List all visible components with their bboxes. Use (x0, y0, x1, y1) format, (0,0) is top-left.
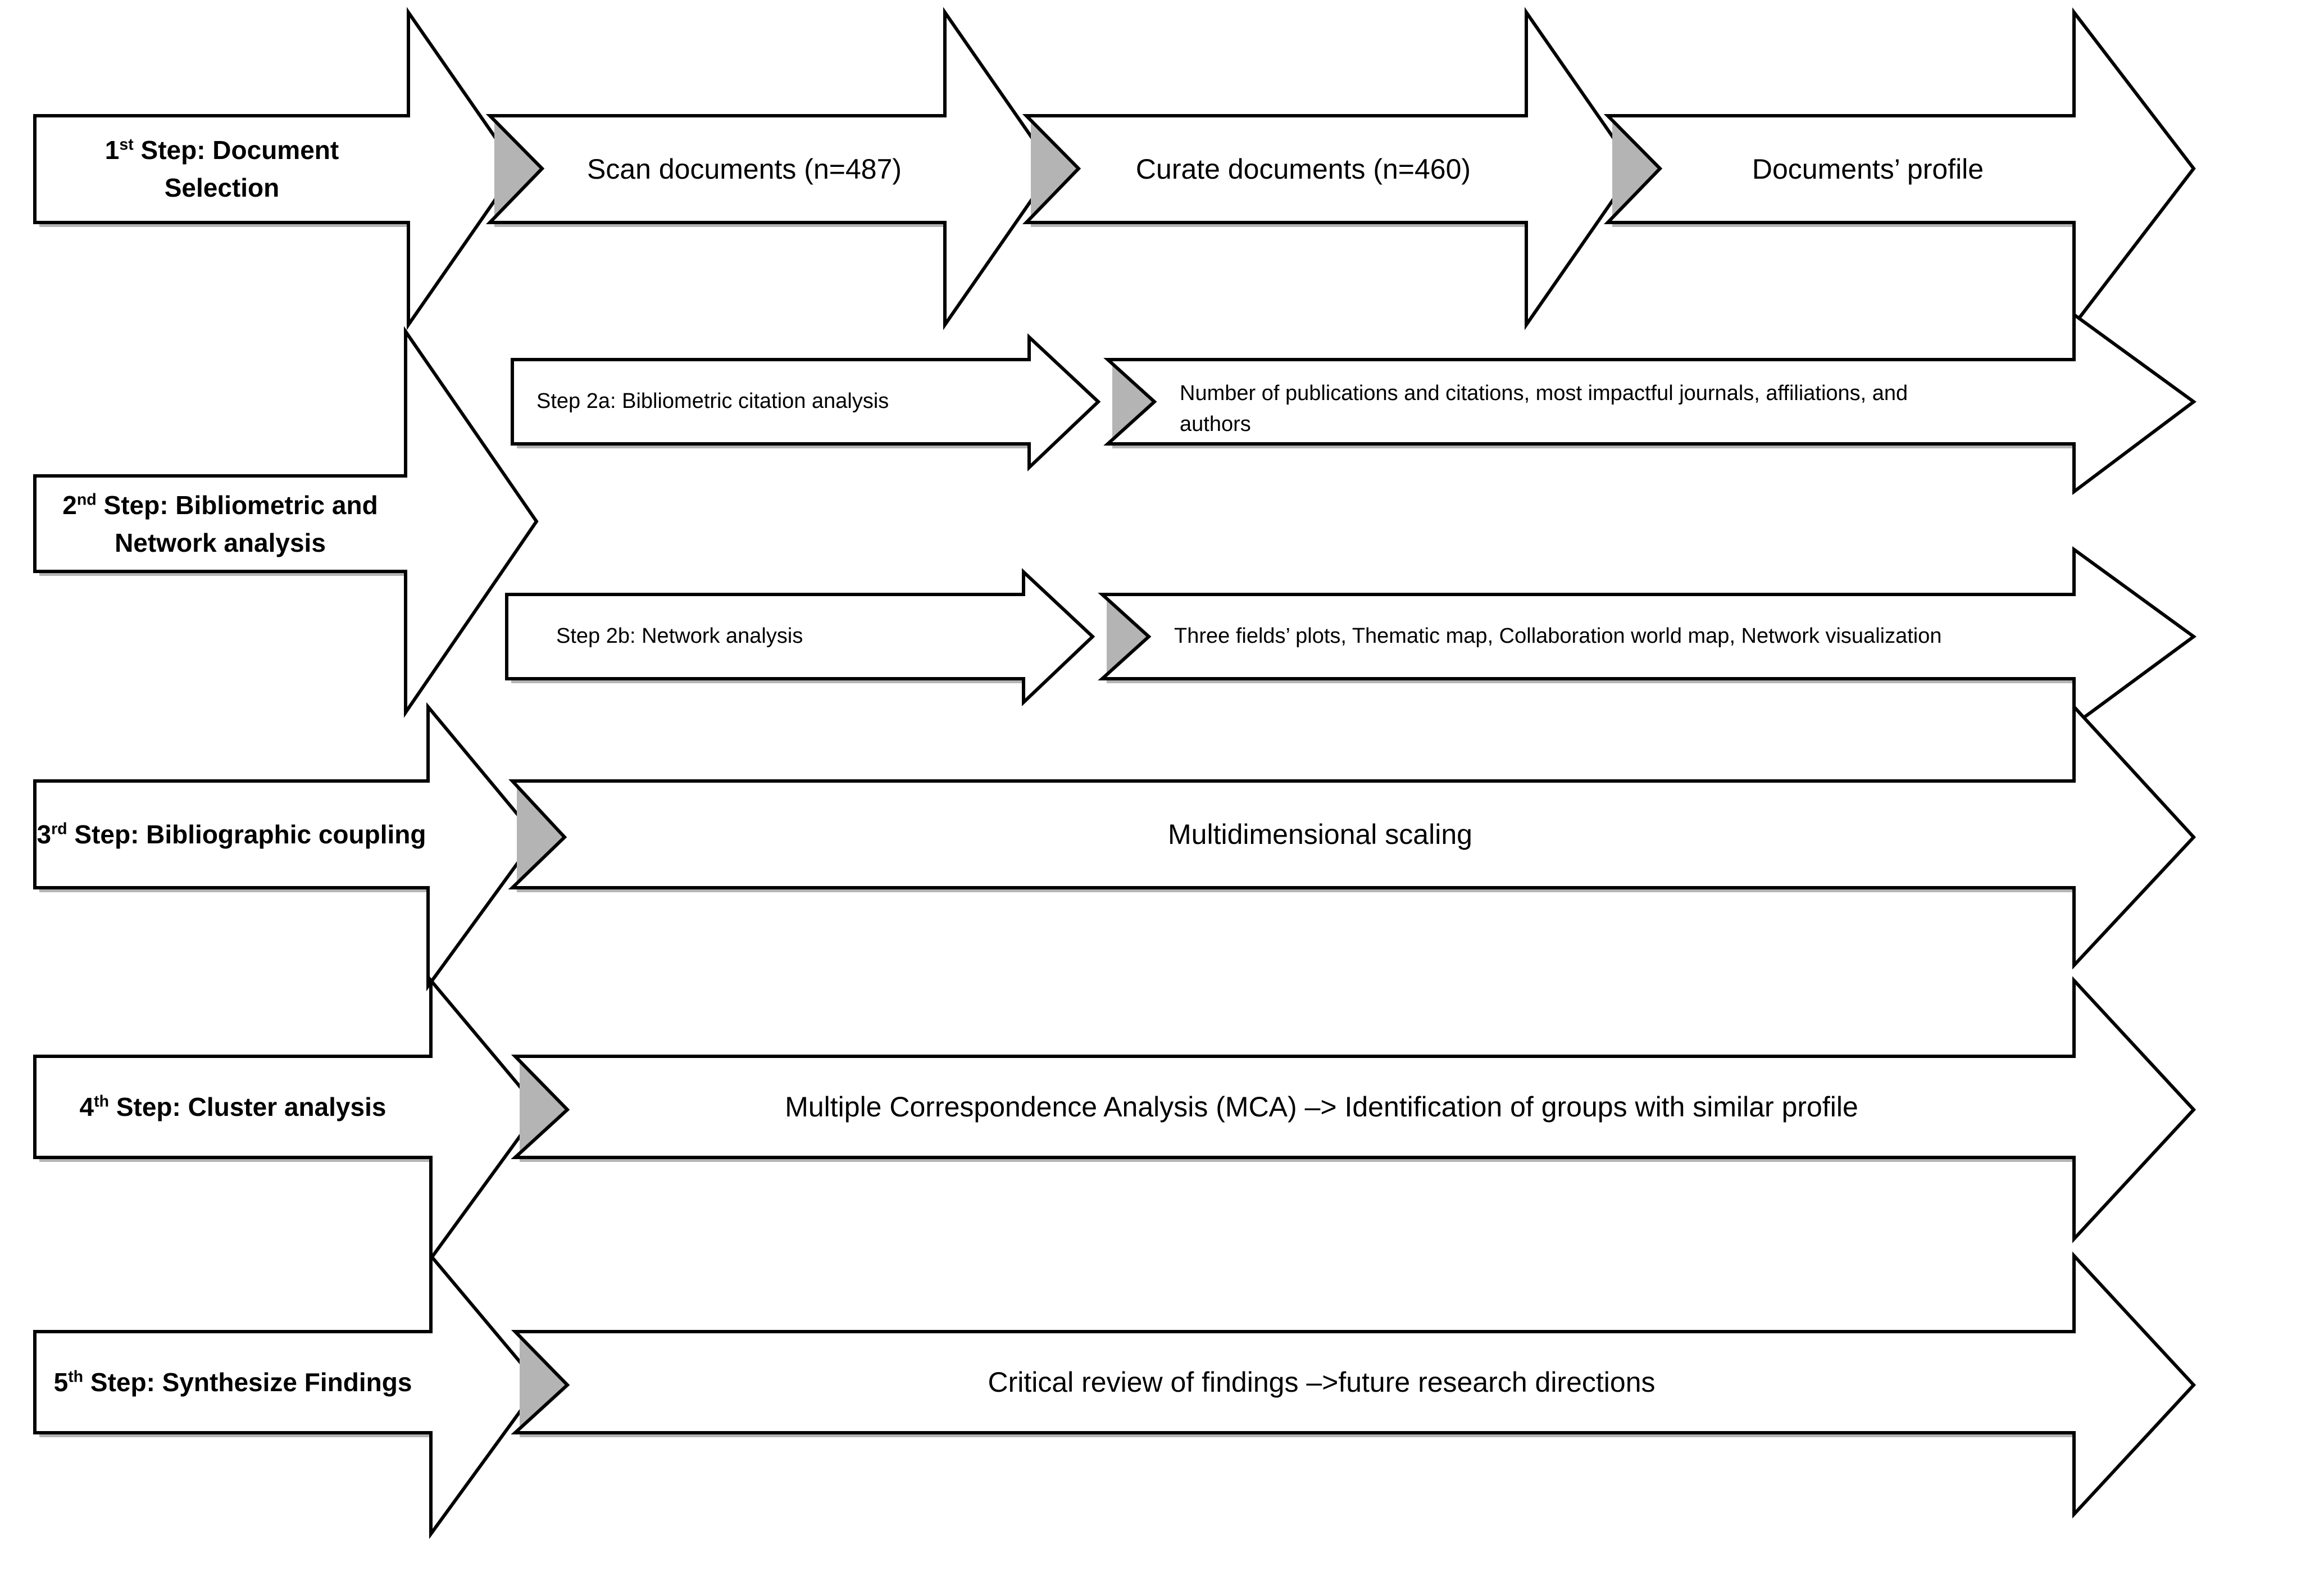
step2a-output-shape (1103, 311, 2197, 496)
step5-body-shape (511, 1251, 2196, 1519)
step1-scan-shape (485, 7, 1056, 330)
step5-title-shape (33, 1251, 542, 1539)
step3-title-shape (33, 702, 539, 992)
step1-curate-shape (1022, 7, 1637, 330)
step1-profile-shape (1603, 7, 2196, 330)
step4-body-shape (511, 976, 2196, 1243)
step2-title-shape (33, 326, 539, 718)
step2b-output-shape (1098, 546, 2197, 728)
step3-body-shape (508, 702, 2196, 970)
step1-title-shape (33, 7, 519, 330)
step4-title-shape (33, 975, 542, 1264)
step2b-method-shape (505, 568, 1095, 706)
step2a-method-shape (511, 333, 1101, 471)
